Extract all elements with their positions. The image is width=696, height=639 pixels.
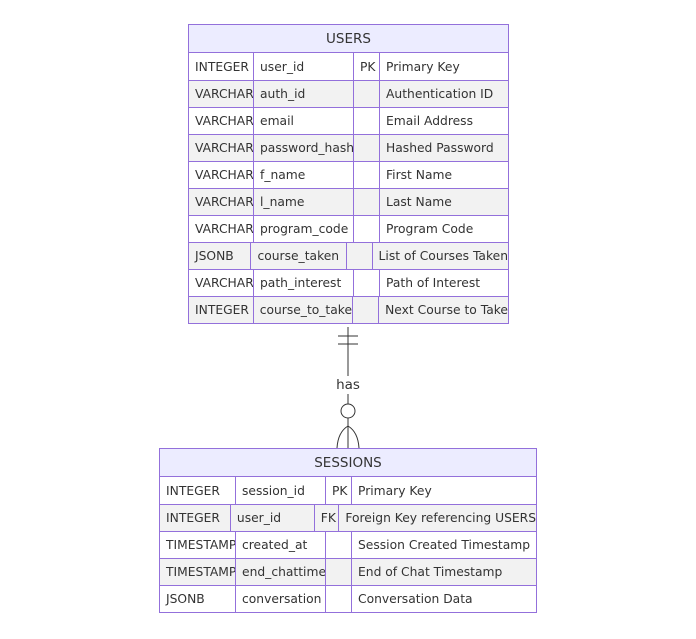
attribute-comment: Foreign Key referencing USERS bbox=[338, 505, 536, 531]
attribute-key bbox=[346, 243, 371, 269]
attribute-type: VARCHAR bbox=[195, 168, 254, 182]
attribute-key: FK bbox=[313, 505, 339, 531]
attribute-key bbox=[325, 559, 351, 585]
attribute-comment: Hashed Password bbox=[379, 135, 508, 161]
attribute-name: l_name bbox=[253, 189, 353, 215]
attribute-type: VARCHAR bbox=[195, 114, 254, 128]
attribute-key bbox=[353, 135, 379, 161]
attribute-key bbox=[353, 162, 379, 188]
attribute-name: path_interest bbox=[253, 270, 353, 296]
attribute-type: INTEGER bbox=[195, 303, 249, 317]
attribute-key: PK bbox=[325, 477, 351, 504]
attribute-type: INTEGER bbox=[166, 511, 220, 525]
attribute-name: f_name bbox=[253, 162, 353, 188]
attribute-type: VARCHAR bbox=[195, 195, 254, 209]
attribute-comment: Last Name bbox=[379, 189, 508, 215]
attribute-key bbox=[352, 297, 378, 323]
attribute-key bbox=[353, 189, 379, 215]
attribute-name: conversation bbox=[235, 586, 325, 612]
attribute-comment: Program Code bbox=[379, 216, 508, 242]
attribute-type: VARCHAR bbox=[195, 141, 254, 155]
sessions-attribute-row: JSONB conversation Conversation Data bbox=[160, 585, 536, 612]
attribute-key bbox=[325, 532, 351, 558]
attribute-comment: List of Courses Taken bbox=[371, 243, 508, 269]
attribute-comment: Primary Key bbox=[351, 477, 536, 504]
attribute-name: password_hash bbox=[253, 135, 354, 161]
attribute-comment: First Name bbox=[379, 162, 508, 188]
attribute-type: VARCHAR bbox=[195, 222, 254, 236]
attribute-type: INTEGER bbox=[166, 483, 220, 498]
attribute-comment: Authentication ID bbox=[379, 81, 508, 107]
attribute-name: course_to_take bbox=[252, 297, 353, 323]
users-attribute-row: JSONB course_taken List of Courses Taken bbox=[189, 242, 508, 269]
attribute-comment: Conversation Data bbox=[351, 586, 536, 612]
attribute-comment: Session Created Timestamp bbox=[351, 532, 536, 558]
attribute-type: JSONB bbox=[195, 249, 234, 263]
attribute-comment: Primary Key bbox=[379, 53, 508, 80]
attribute-type: INTEGER bbox=[195, 59, 249, 74]
attribute-type: VARCHAR bbox=[195, 276, 254, 290]
attribute-comment: End of Chat Timestamp bbox=[351, 559, 536, 585]
attribute-name: created_at bbox=[235, 532, 325, 558]
attribute-type: TIMESTAMP bbox=[166, 565, 237, 579]
crowfoot bbox=[336, 425, 360, 449]
attribute-type: TIMESTAMP bbox=[166, 538, 237, 552]
attribute-key bbox=[353, 216, 379, 242]
attribute-name: user_id bbox=[253, 53, 353, 80]
attribute-name: user_id bbox=[229, 505, 314, 531]
users-entity-title: USERS bbox=[189, 25, 508, 53]
attribute-name: session_id bbox=[235, 477, 325, 504]
attribute-name: course_taken bbox=[250, 243, 346, 269]
attribute-key bbox=[353, 81, 379, 107]
attribute-type: VARCHAR bbox=[195, 87, 254, 101]
attribute-comment: Next Course to Take bbox=[378, 297, 508, 323]
attribute-key bbox=[353, 108, 379, 134]
attribute-key: PK bbox=[353, 53, 379, 80]
zero-circle bbox=[340, 403, 356, 419]
attribute-name: email bbox=[253, 108, 353, 134]
attribute-name: end_chattime bbox=[235, 559, 326, 585]
sessions-entity-title: SESSIONS bbox=[160, 449, 536, 477]
relationship-label: has bbox=[318, 376, 378, 394]
attribute-key bbox=[353, 270, 379, 296]
attribute-comment: Email Address bbox=[379, 108, 508, 134]
attribute-name: auth_id bbox=[253, 81, 353, 107]
attribute-key bbox=[325, 586, 351, 612]
attribute-type: JSONB bbox=[166, 592, 205, 606]
attribute-comment: Path of Interest bbox=[379, 270, 508, 296]
attribute-name: program_code bbox=[253, 216, 353, 242]
